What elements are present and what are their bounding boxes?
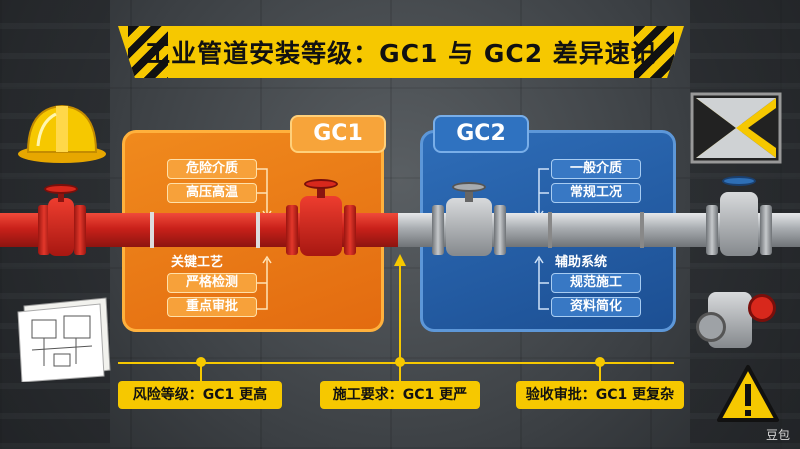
- timeline-dot: [595, 357, 605, 367]
- pipe-flange: [706, 205, 718, 255]
- pipe-flange: [344, 205, 356, 255]
- timeline-dot: [196, 357, 206, 367]
- valve-icon: [300, 196, 342, 256]
- pipe-clamp: [640, 212, 644, 248]
- valve-icon: [720, 192, 758, 256]
- valve-handwheel-icon: [452, 182, 486, 192]
- watermark: 豆包: [765, 428, 790, 442]
- valve-handwheel-icon: [44, 184, 78, 194]
- timeline-connector: [200, 366, 202, 381]
- timeline-connector: [399, 366, 401, 381]
- pipe-clamp: [256, 212, 260, 248]
- gc2-tag: GC2: [433, 115, 529, 153]
- gc1-tag: GC1: [290, 115, 386, 153]
- pipe-flange: [432, 205, 444, 255]
- pipe-flange: [38, 205, 50, 255]
- hazard-stripes-right: [634, 26, 674, 78]
- warning-icon: [717, 365, 779, 422]
- gc1-label-key-approval: 重点审批: [167, 297, 257, 317]
- timeline-dot: [395, 357, 405, 367]
- center-pointer: [394, 254, 406, 360]
- gc2-label-auxiliary-system: 辅助系统: [555, 255, 608, 270]
- hazard-stripes-left: [128, 26, 168, 78]
- timeline-connector: [599, 366, 601, 381]
- comparison-acceptance-approval: 验收审批：GC1 更复杂: [516, 381, 684, 409]
- gc1-bracket-bottom: [257, 255, 272, 310]
- gc2-label-general-medium: 一般介质: [551, 159, 641, 179]
- gc2-label-normal-conditions: 常规工况: [551, 183, 641, 203]
- blueprint-icon: [17, 297, 111, 382]
- safety-sign-icon: [690, 92, 782, 164]
- gc2-label-standard-construction: 规范施工: [551, 273, 641, 293]
- pipe-clamp: [150, 212, 154, 248]
- gc1-label-key-process: 关键工艺: [171, 255, 224, 270]
- valve-handwheel-icon: [722, 176, 756, 186]
- comparison-risk-level: 风险等级：GC1 更高: [118, 381, 282, 409]
- gc2-bracket-top: [534, 168, 549, 219]
- title-banner: 工业管道安装等级：GC1 与 GC2 差异速记: [118, 26, 684, 78]
- gc2-label-simplified-docs: 资料简化: [551, 297, 641, 317]
- pipe-flange: [74, 205, 86, 255]
- valve-handwheel-icon: [748, 294, 776, 322]
- valve-stem: [58, 190, 64, 202]
- valve-stem: [465, 190, 473, 202]
- valve-handwheel-icon: [304, 179, 338, 189]
- pipe-flange: [494, 205, 506, 255]
- valve-icon: [446, 198, 492, 256]
- pipe-clamp: [548, 212, 552, 248]
- comparison-construction-requirements: 施工要求：GC1 更严: [320, 381, 480, 409]
- page-title: 工业管道安装等级：GC1 与 GC2 差异速记: [145, 39, 657, 68]
- valve-stem: [317, 186, 325, 198]
- valve-icon: [48, 198, 74, 256]
- gc1-label-hazardous-medium: 危险介质: [167, 159, 257, 179]
- pipe-flange: [286, 205, 298, 255]
- gc2-bracket-bottom: [534, 255, 549, 310]
- pipe-flange-end: [696, 312, 726, 342]
- pipe-flange: [760, 205, 772, 255]
- hard-hat-icon: [18, 104, 106, 163]
- gc1-label-high-pressure-temp: 高压高温: [167, 183, 257, 203]
- gc1-label-strict-inspection: 严格检测: [167, 273, 257, 293]
